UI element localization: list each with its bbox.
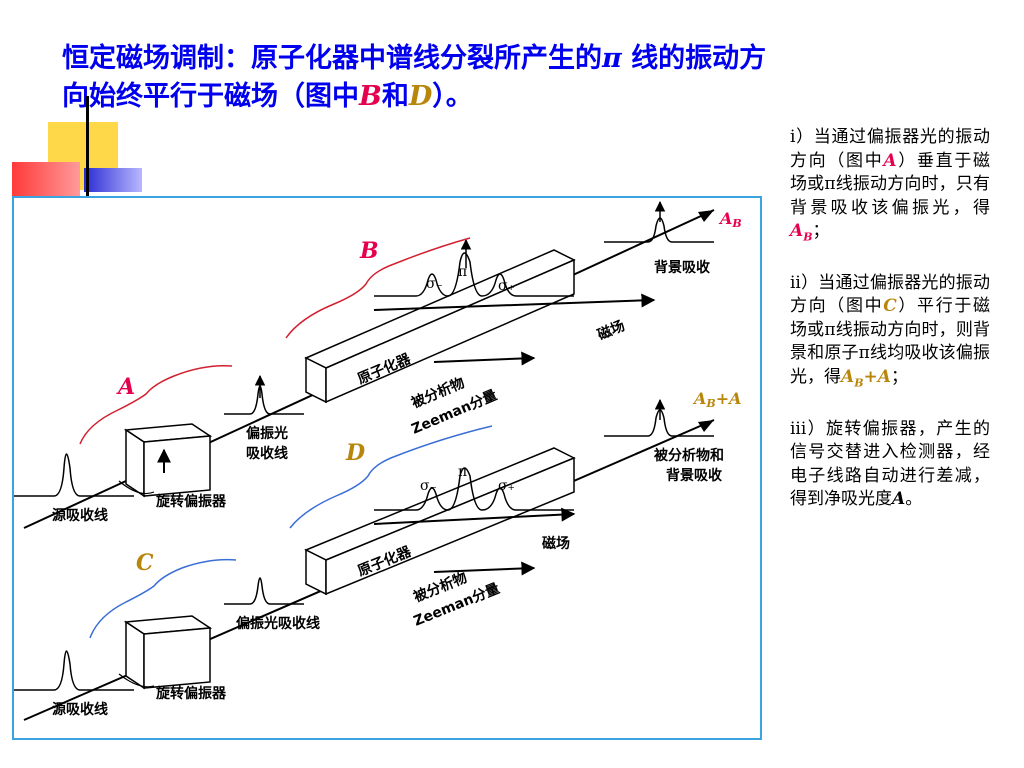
top-pi: π	[458, 264, 467, 280]
title-text-3: 向始终平行于磁场（图中	[62, 81, 359, 112]
bottom-magnet-label: 磁场	[542, 535, 570, 552]
title-pi: π	[602, 43, 622, 74]
top-result-label: AB	[718, 209, 742, 230]
bottom-system: 源吸收线 旋转偏振器 偏振光吸收线 C 原子化器 σ₋ π σ₊ D 磁场 被分…	[14, 389, 742, 721]
bottom-label-d: D	[345, 440, 365, 466]
top-source-line-label: 源吸收线	[52, 507, 108, 524]
note-i: i）当通过偏振器光的振动方向（图中A）垂直于磁场或π线振动方向时，只有背景吸收该…	[790, 127, 991, 244]
bottom-source-line-label: 源吸收线	[52, 701, 108, 718]
title-label-d: D	[408, 81, 433, 112]
bottom-result-label: AB+A	[692, 389, 742, 410]
side-notes: i）当通过偏振器光的振动方向（图中A）垂直于磁场或π线振动方向时，只有背景吸收该…	[790, 126, 990, 535]
zeeman-diagram: 源吸收线 旋转偏振器 偏振光 吸收线 A 原子化器 σ₋ π σ₊	[14, 200, 742, 721]
bottom-label-c: C	[136, 550, 154, 576]
top-label-b: B	[359, 238, 379, 264]
top-bracket-a	[79, 364, 233, 445]
bottom-bracket-d	[289, 425, 493, 529]
top-polarized-label-1: 偏振光	[246, 425, 288, 442]
top-bg-abs-label: 背景吸收	[654, 259, 711, 276]
note-ii: ii）当通过偏振器光的振动方向（图中C）平行于磁场或π线振动方向时，则背景和原子…	[790, 272, 991, 390]
deco-blue-bar	[84, 168, 142, 192]
slide-title: 恒定磁场调制：原子化器中谱线分裂所产生的π 线的振动方 向始终平行于磁场（图中B…	[62, 40, 992, 116]
top-bracket-b	[285, 237, 471, 339]
top-polarized-label-2: 吸收线	[246, 445, 288, 462]
bottom-rotating-polarizer	[123, 615, 213, 690]
bottom-sigma-plus: σ₊	[498, 478, 515, 494]
title-label-b: B	[359, 81, 382, 112]
title-text-1: 恒定磁场调制：原子化器中谱线分裂所产生的	[62, 43, 602, 74]
bottom-bg-abs-label-2: 背景吸收	[666, 467, 723, 484]
top-source-line-profile	[14, 453, 134, 497]
top-rotating-polarizer	[123, 423, 213, 498]
title-text-2: 线的振动方	[621, 43, 767, 74]
top-atomizer	[304, 249, 576, 404]
deco-red-square	[12, 162, 80, 198]
deco-vertical-line	[86, 96, 89, 196]
bottom-bg-abs-label-1: 被分析物和	[654, 447, 724, 464]
bottom-bracket-c	[89, 558, 237, 639]
top-sigma-minus: σ₋	[426, 276, 443, 292]
note-iii: iii）旋转偏振器，产生的信号交替进入检测器，经电子线路自动进行差减，得到净吸光…	[790, 418, 990, 510]
top-rotating-polarizer-label: 旋转偏振器	[155, 493, 227, 510]
top-label-a: A	[116, 374, 135, 400]
bottom-pi: π	[458, 464, 467, 480]
bottom-rotating-polarizer-label: 旋转偏振器	[155, 685, 227, 702]
bottom-sigma-minus: σ₋	[420, 478, 437, 494]
bottom-polarized-label: 偏振光吸收线	[236, 615, 320, 632]
top-magnet-label: 磁场	[595, 317, 627, 344]
top-system: 源吸收线 旋转偏振器 偏振光 吸收线 A 原子化器 σ₋ π σ₊	[14, 200, 742, 529]
title-text-and: 和	[381, 81, 409, 112]
title-text-4: ）。	[432, 81, 473, 112]
diagram-frame: 源吸收线 旋转偏振器 偏振光 吸收线 A 原子化器 σ₋ π σ₊	[12, 196, 762, 740]
top-sigma-plus: σ₊	[498, 278, 515, 294]
